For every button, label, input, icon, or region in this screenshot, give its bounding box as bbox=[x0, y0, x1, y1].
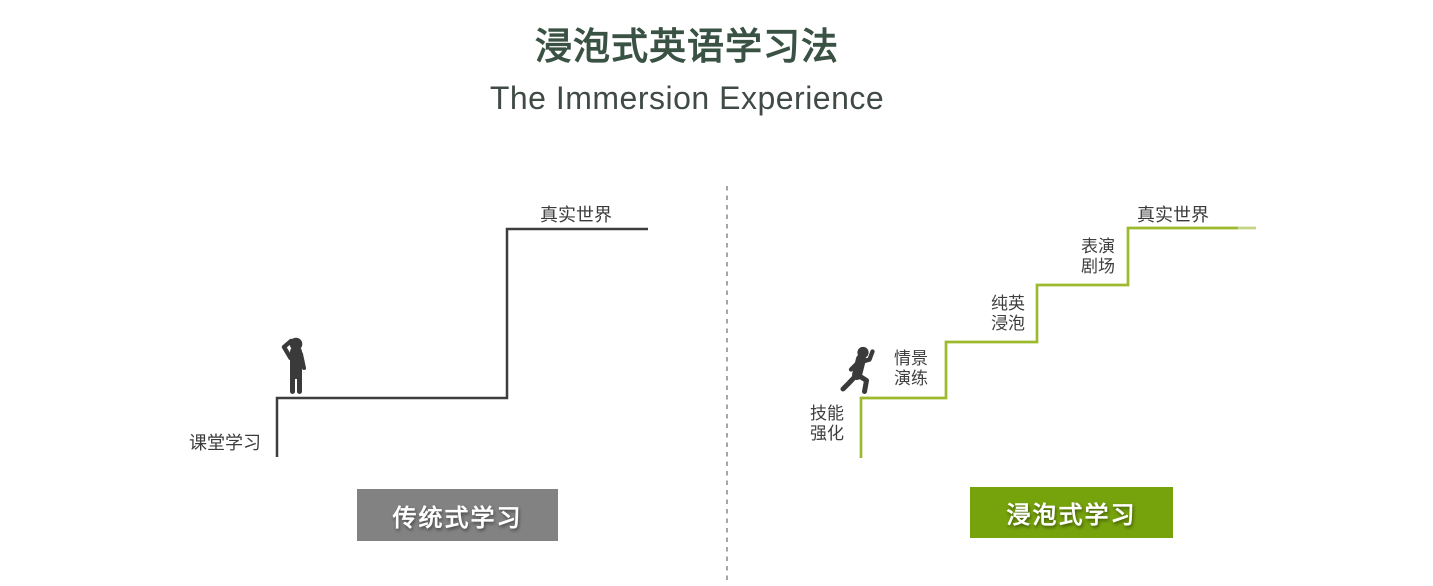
immersion-badge: 浸泡式学习 bbox=[970, 487, 1173, 538]
step-label-line: 浸泡 bbox=[991, 314, 1025, 333]
running-person-icon bbox=[840, 346, 875, 394]
immersion-step-label-1: 技能 强化 bbox=[799, 404, 855, 444]
step-label-line: 纯英 bbox=[991, 294, 1025, 313]
step-label-line: 强化 bbox=[810, 424, 844, 443]
immersion-step-label-4: 表演 剧场 bbox=[1070, 237, 1126, 277]
immersion-staircase-line bbox=[859, 226, 1238, 458]
immersion-step-label-2: 情景 演练 bbox=[883, 349, 939, 389]
header: 浸泡式英语学习法 The Immersion Experience bbox=[0, 0, 1374, 117]
traditional-badge: 传统式学习 bbox=[357, 489, 558, 541]
traditional-start-label: 课堂学习 bbox=[189, 433, 261, 453]
step-label-line: 剧场 bbox=[1081, 257, 1115, 276]
immersion-step-label-3: 纯英 浸泡 bbox=[980, 294, 1036, 334]
immersion-end-label: 真实世界 bbox=[1137, 205, 1209, 225]
step-label-line: 演练 bbox=[894, 369, 928, 388]
confused-person-icon bbox=[281, 337, 306, 394]
step-label-line: 表演 bbox=[1081, 237, 1115, 256]
step-label-line: 技能 bbox=[810, 404, 844, 423]
traditional-step-line bbox=[275, 227, 648, 457]
traditional-end-label: 真实世界 bbox=[540, 205, 612, 225]
step-label-line: 情景 bbox=[894, 349, 928, 368]
page-subtitle: The Immersion Experience bbox=[489, 80, 885, 116]
page-title: 浸泡式英语学习法 bbox=[535, 26, 839, 67]
